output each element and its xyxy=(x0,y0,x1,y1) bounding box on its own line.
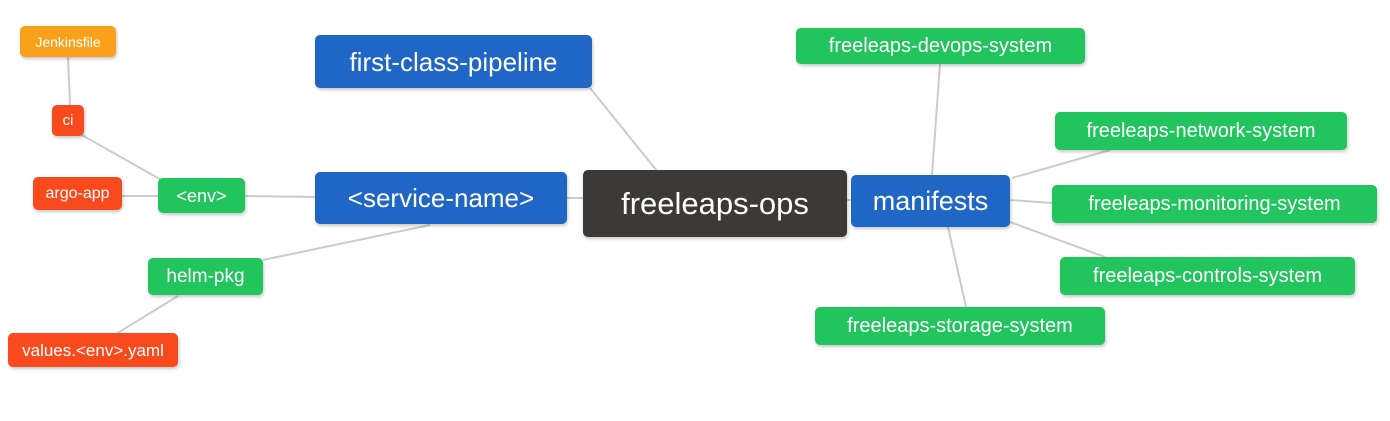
node-freeleaps-network-system[interactable]: freeleaps-network-system xyxy=(1055,112,1347,150)
node-values-env-yaml[interactable]: values.<env>.yaml xyxy=(8,333,178,367)
node-ci[interactable]: ci xyxy=(52,105,84,136)
edge-manifests-freeleaps-storage-system xyxy=(947,226,967,308)
edge-helm-pkg-values-env-yaml xyxy=(115,295,179,335)
node-freeleaps-controls-system[interactable]: freeleaps-controls-system xyxy=(1060,257,1355,295)
node-freeleaps-devops-system[interactable]: freeleaps-devops-system xyxy=(796,28,1085,64)
node-freeleaps-storage-system[interactable]: freeleaps-storage-system xyxy=(815,307,1105,345)
edge-jenkinsfile-ci xyxy=(67,56,71,106)
edge-service-name-helm-pkg xyxy=(262,224,431,261)
edge-manifests-freeleaps-devops-system xyxy=(931,63,941,176)
node-manifests[interactable]: manifests xyxy=(851,175,1010,227)
edge-manifests-freeleaps-network-system xyxy=(1011,149,1111,179)
edge-env-service-name xyxy=(244,195,316,198)
node-helm-pkg[interactable]: helm-pkg xyxy=(148,258,263,295)
node-service-name[interactable]: <service-name> xyxy=(315,172,567,224)
node-argo-app[interactable]: argo-app xyxy=(33,177,122,210)
node-freeleaps-ops[interactable]: freeleaps-ops xyxy=(583,170,847,237)
edge-first-class-pipeline-freeleaps-ops xyxy=(589,87,658,172)
edge-ci-env xyxy=(79,133,173,187)
edge-manifests-freeleaps-controls-system xyxy=(1009,221,1106,258)
node-first-class-pipeline[interactable]: first-class-pipeline xyxy=(315,35,592,88)
node-env[interactable]: <env> xyxy=(158,178,245,213)
node-jenkinsfile[interactable]: Jenkinsfile xyxy=(20,26,116,57)
node-freeleaps-monitoring-system[interactable]: freeleaps-monitoring-system xyxy=(1052,185,1377,223)
edge-manifests-freeleaps-monitoring-system xyxy=(1009,199,1053,204)
